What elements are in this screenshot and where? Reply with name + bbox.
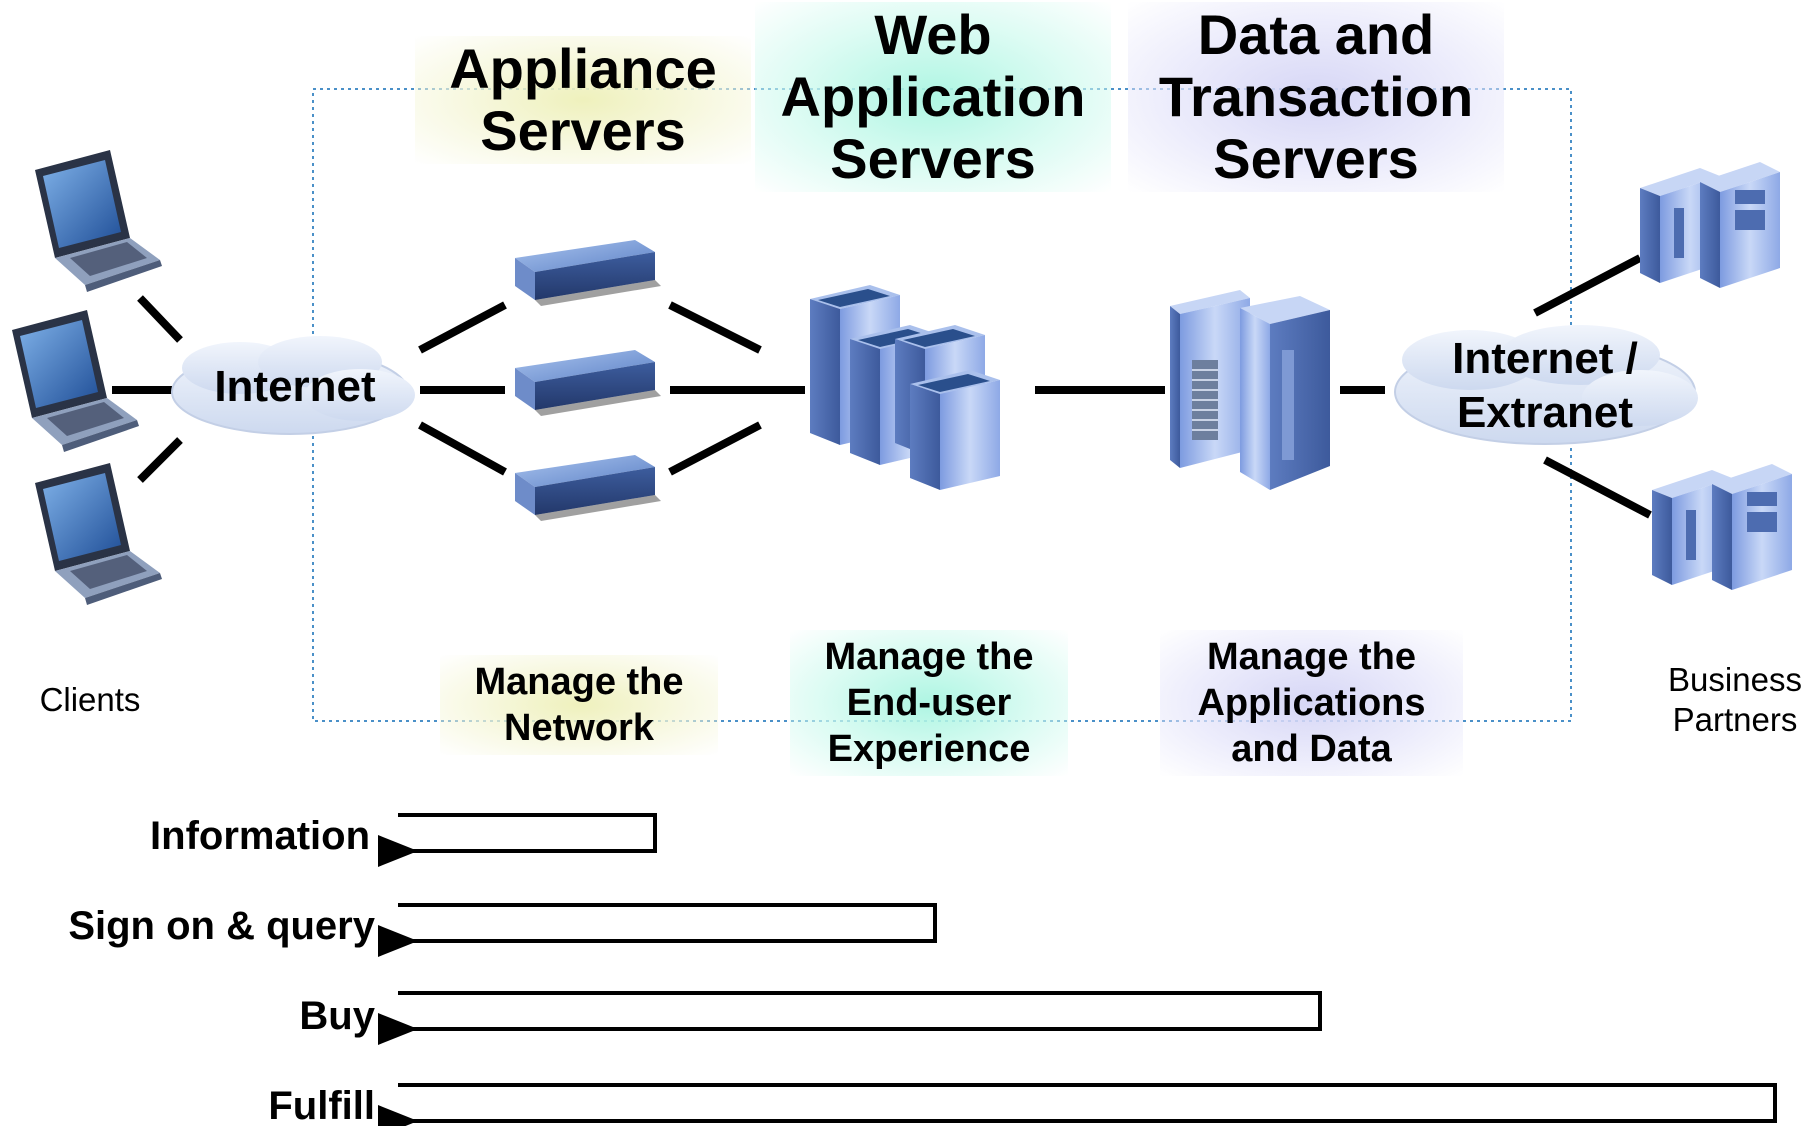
data-role-line: Manage the <box>1206 636 1417 678</box>
extranet-label-line: Extranet <box>1456 388 1634 437</box>
flow-label-sign-on: Sign on & query <box>68 904 375 948</box>
client-laptop-icon <box>35 150 162 292</box>
flow-loop-arrow <box>378 991 1322 1045</box>
web-title-line: Application <box>780 65 1086 128</box>
extranet-label: Internet / Extranet <box>1420 332 1670 440</box>
web-server-cluster-icon <box>810 285 1000 490</box>
flow-label-information: Information <box>150 814 370 858</box>
partner-server-icon <box>1652 464 1792 590</box>
appliance-role-line: Manage the <box>474 661 684 703</box>
web-servers-title: Web Application Servers <box>755 2 1111 192</box>
data-server-icon <box>1170 290 1330 490</box>
business-partners-label: Business Partners <box>1650 660 1820 740</box>
client-laptop-icon <box>35 463 162 605</box>
appliance-server-icon <box>515 350 661 416</box>
web-role-line: Experience <box>827 728 1031 770</box>
link-extranet-partner-top <box>1533 254 1642 317</box>
appliance-role-label: Manage the Network <box>440 655 718 755</box>
appliance-server-icon <box>515 240 661 306</box>
partners-label-line: Business <box>1668 661 1802 698</box>
flow-loop-arrow <box>378 903 937 957</box>
web-title-line: Servers <box>830 127 1036 190</box>
link-internet-appliance-top <box>418 301 507 354</box>
internet-cloud-icon <box>171 336 415 435</box>
appliance-role-line: Network <box>504 707 654 749</box>
web-role-line: End-user <box>846 682 1012 724</box>
flow-lines <box>378 813 1777 1126</box>
data-role-label: Manage the Applications and Data <box>1160 630 1463 776</box>
link-client3-internet <box>137 437 183 483</box>
link-appliance-web-bottom <box>668 421 762 476</box>
appliance-servers-title: Appliance Servers <box>415 36 751 164</box>
partner-server-icon <box>1640 162 1780 288</box>
data-title-line: Servers <box>1213 127 1419 190</box>
extranet-cloud-icon <box>1394 325 1698 445</box>
flow-loop-arrow <box>378 1083 1777 1126</box>
internet-label: Internet <box>214 362 376 411</box>
appliance-title-line: Servers <box>480 99 686 162</box>
data-role-line: and Data <box>1231 728 1392 770</box>
link-internet-appliance-bottom <box>418 421 507 476</box>
link-appliance-web-top <box>668 301 762 354</box>
data-title-line: Data and <box>1197 3 1435 66</box>
client-laptop-icon <box>12 310 139 452</box>
data-role-line: Applications <box>1197 682 1426 724</box>
flow-label-fulfill: Fulfill <box>268 1084 375 1128</box>
network-links <box>112 254 1652 519</box>
flow-loop-arrow <box>378 813 657 867</box>
link-extranet-partner-bottom <box>1543 456 1652 519</box>
web-role-label: Manage the End-user Experience <box>790 630 1068 776</box>
extranet-label-line: Internet / <box>1452 334 1638 383</box>
data-servers-title: Data and Transaction Servers <box>1128 2 1504 192</box>
web-title-line: Web <box>874 3 992 66</box>
flow-label-buy: Buy <box>299 994 375 1038</box>
data-title-line: Transaction <box>1158 65 1474 128</box>
clients-label: Clients <box>39 681 141 718</box>
appliance-title-line: Appliance <box>449 37 717 100</box>
appliance-server-icon <box>515 455 661 521</box>
partners-label-line: Partners <box>1672 701 1798 738</box>
link-client1-internet <box>137 295 183 343</box>
web-role-line: Manage the <box>824 636 1034 678</box>
